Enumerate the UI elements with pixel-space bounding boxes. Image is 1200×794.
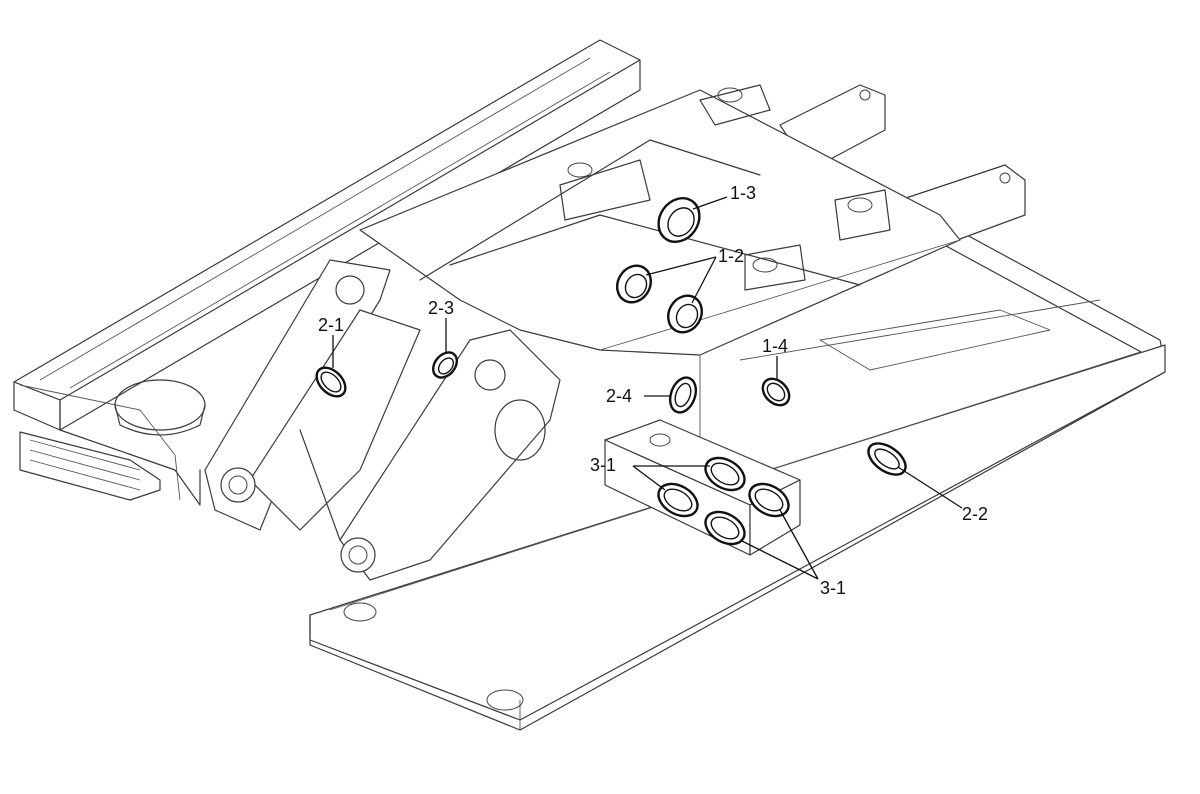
seal-2-4 (668, 376, 698, 414)
seal-2-1 (315, 366, 347, 398)
boom-foot (114, 259, 561, 581)
seal-2-3 (431, 351, 459, 379)
seal-3-1-a (704, 456, 746, 492)
seal-1-2-upper (615, 264, 653, 304)
seal-3-1-c (748, 482, 790, 518)
callout-2-4: 2-4 (606, 386, 632, 406)
callout-3-1-upper: 3-1 (590, 455, 616, 475)
seal-1-3 (657, 197, 701, 243)
seal-1-4 (761, 377, 791, 407)
callout-2-1: 2-1 (318, 315, 344, 335)
callout-1-4: 1-4 (762, 336, 788, 356)
left-deck (13, 39, 641, 506)
callout-labels: 1-3 1-2 2-3 2-1 1-4 2-4 3-1 3-1 2-2 (318, 183, 988, 598)
callout-2-2: 2-2 (962, 504, 988, 524)
seal-3-1-b (657, 482, 699, 518)
callout-3-1-lower: 3-1 (820, 578, 846, 598)
callout-1-2: 1-2 (718, 246, 744, 266)
callout-1-3: 1-3 (730, 183, 756, 203)
callout-2-3: 2-3 (428, 298, 454, 318)
seal-3-1-d (704, 510, 746, 546)
leader-lines (332, 196, 963, 580)
